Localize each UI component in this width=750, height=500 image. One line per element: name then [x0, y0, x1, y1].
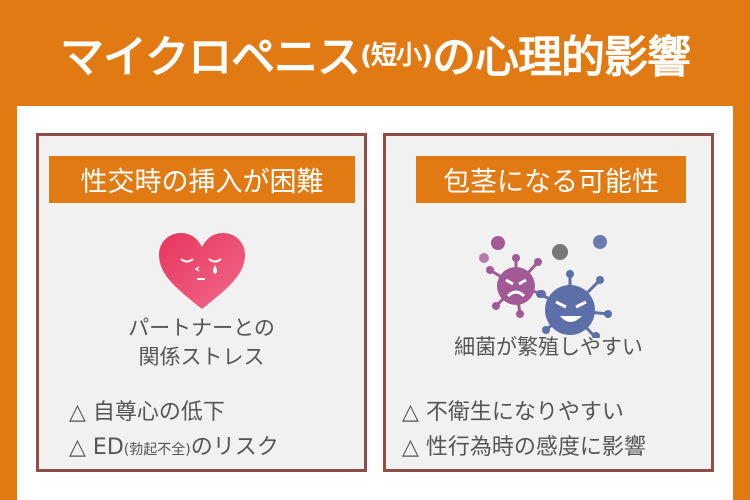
title-rest: の心理的影響 [431, 32, 691, 83]
bullet-text: 自尊心の低下 [92, 400, 225, 425]
title-main: マイクロペニス [60, 32, 361, 83]
card-caption: パートナーとの 関係ストレス [39, 314, 364, 372]
card-badge: 性交時の挿入が困難 [49, 156, 355, 203]
crying-heart-icon [157, 231, 247, 315]
triangle-icon: △ [69, 400, 86, 425]
card-caption: 細菌が繁殖しやすい [386, 333, 711, 362]
caption-line-2: 関係ストレス [138, 345, 265, 369]
triangle-icon: △ [402, 435, 419, 460]
bullet-item: △ ED(勃起不全)のリスク [69, 430, 279, 468]
bullet-item: △ 不衛生になりやすい [402, 395, 646, 430]
bullet-list: △ 自尊心の低下 △ ED(勃起不全)のリスク [69, 395, 279, 468]
bullet-text: 不衛生になりやすい [425, 400, 624, 425]
bullet-list: △ 不衛生になりやすい △ 性行為時の感度に影響 [402, 395, 646, 465]
caption-line-1: パートナーとの [128, 316, 275, 340]
title-paren: (短小) [360, 40, 433, 71]
bullet-text: のリスク [190, 435, 279, 460]
page-title: マイクロペニス(短小)の心理的影響 [0, 0, 750, 106]
bacteria-icon [476, 218, 626, 342]
card-insertion-difficulty: 性交時の挿入が困難 パートナーとの 関係ストレス [36, 133, 367, 472]
triangle-icon: △ [402, 400, 419, 425]
card-phimosis-possibility: 包茎になる可能性 [383, 133, 714, 472]
bullet-text-small: (勃起不全) [123, 442, 191, 458]
bullet-text: 性行為時の感度に影響 [425, 435, 646, 460]
bullet-item: △ 性行為時の感度に影響 [402, 430, 646, 465]
content-panel: 性交時の挿入が困難 パートナーとの 関係ストレス [17, 106, 733, 500]
triangle-icon: △ [69, 435, 86, 460]
bullet-item: △ 自尊心の低下 [69, 395, 279, 430]
bullet-text: ED [92, 435, 124, 460]
caption-line-1: 細菌が繁殖しやすい [454, 335, 643, 359]
card-badge: 包茎になる可能性 [416, 156, 686, 203]
